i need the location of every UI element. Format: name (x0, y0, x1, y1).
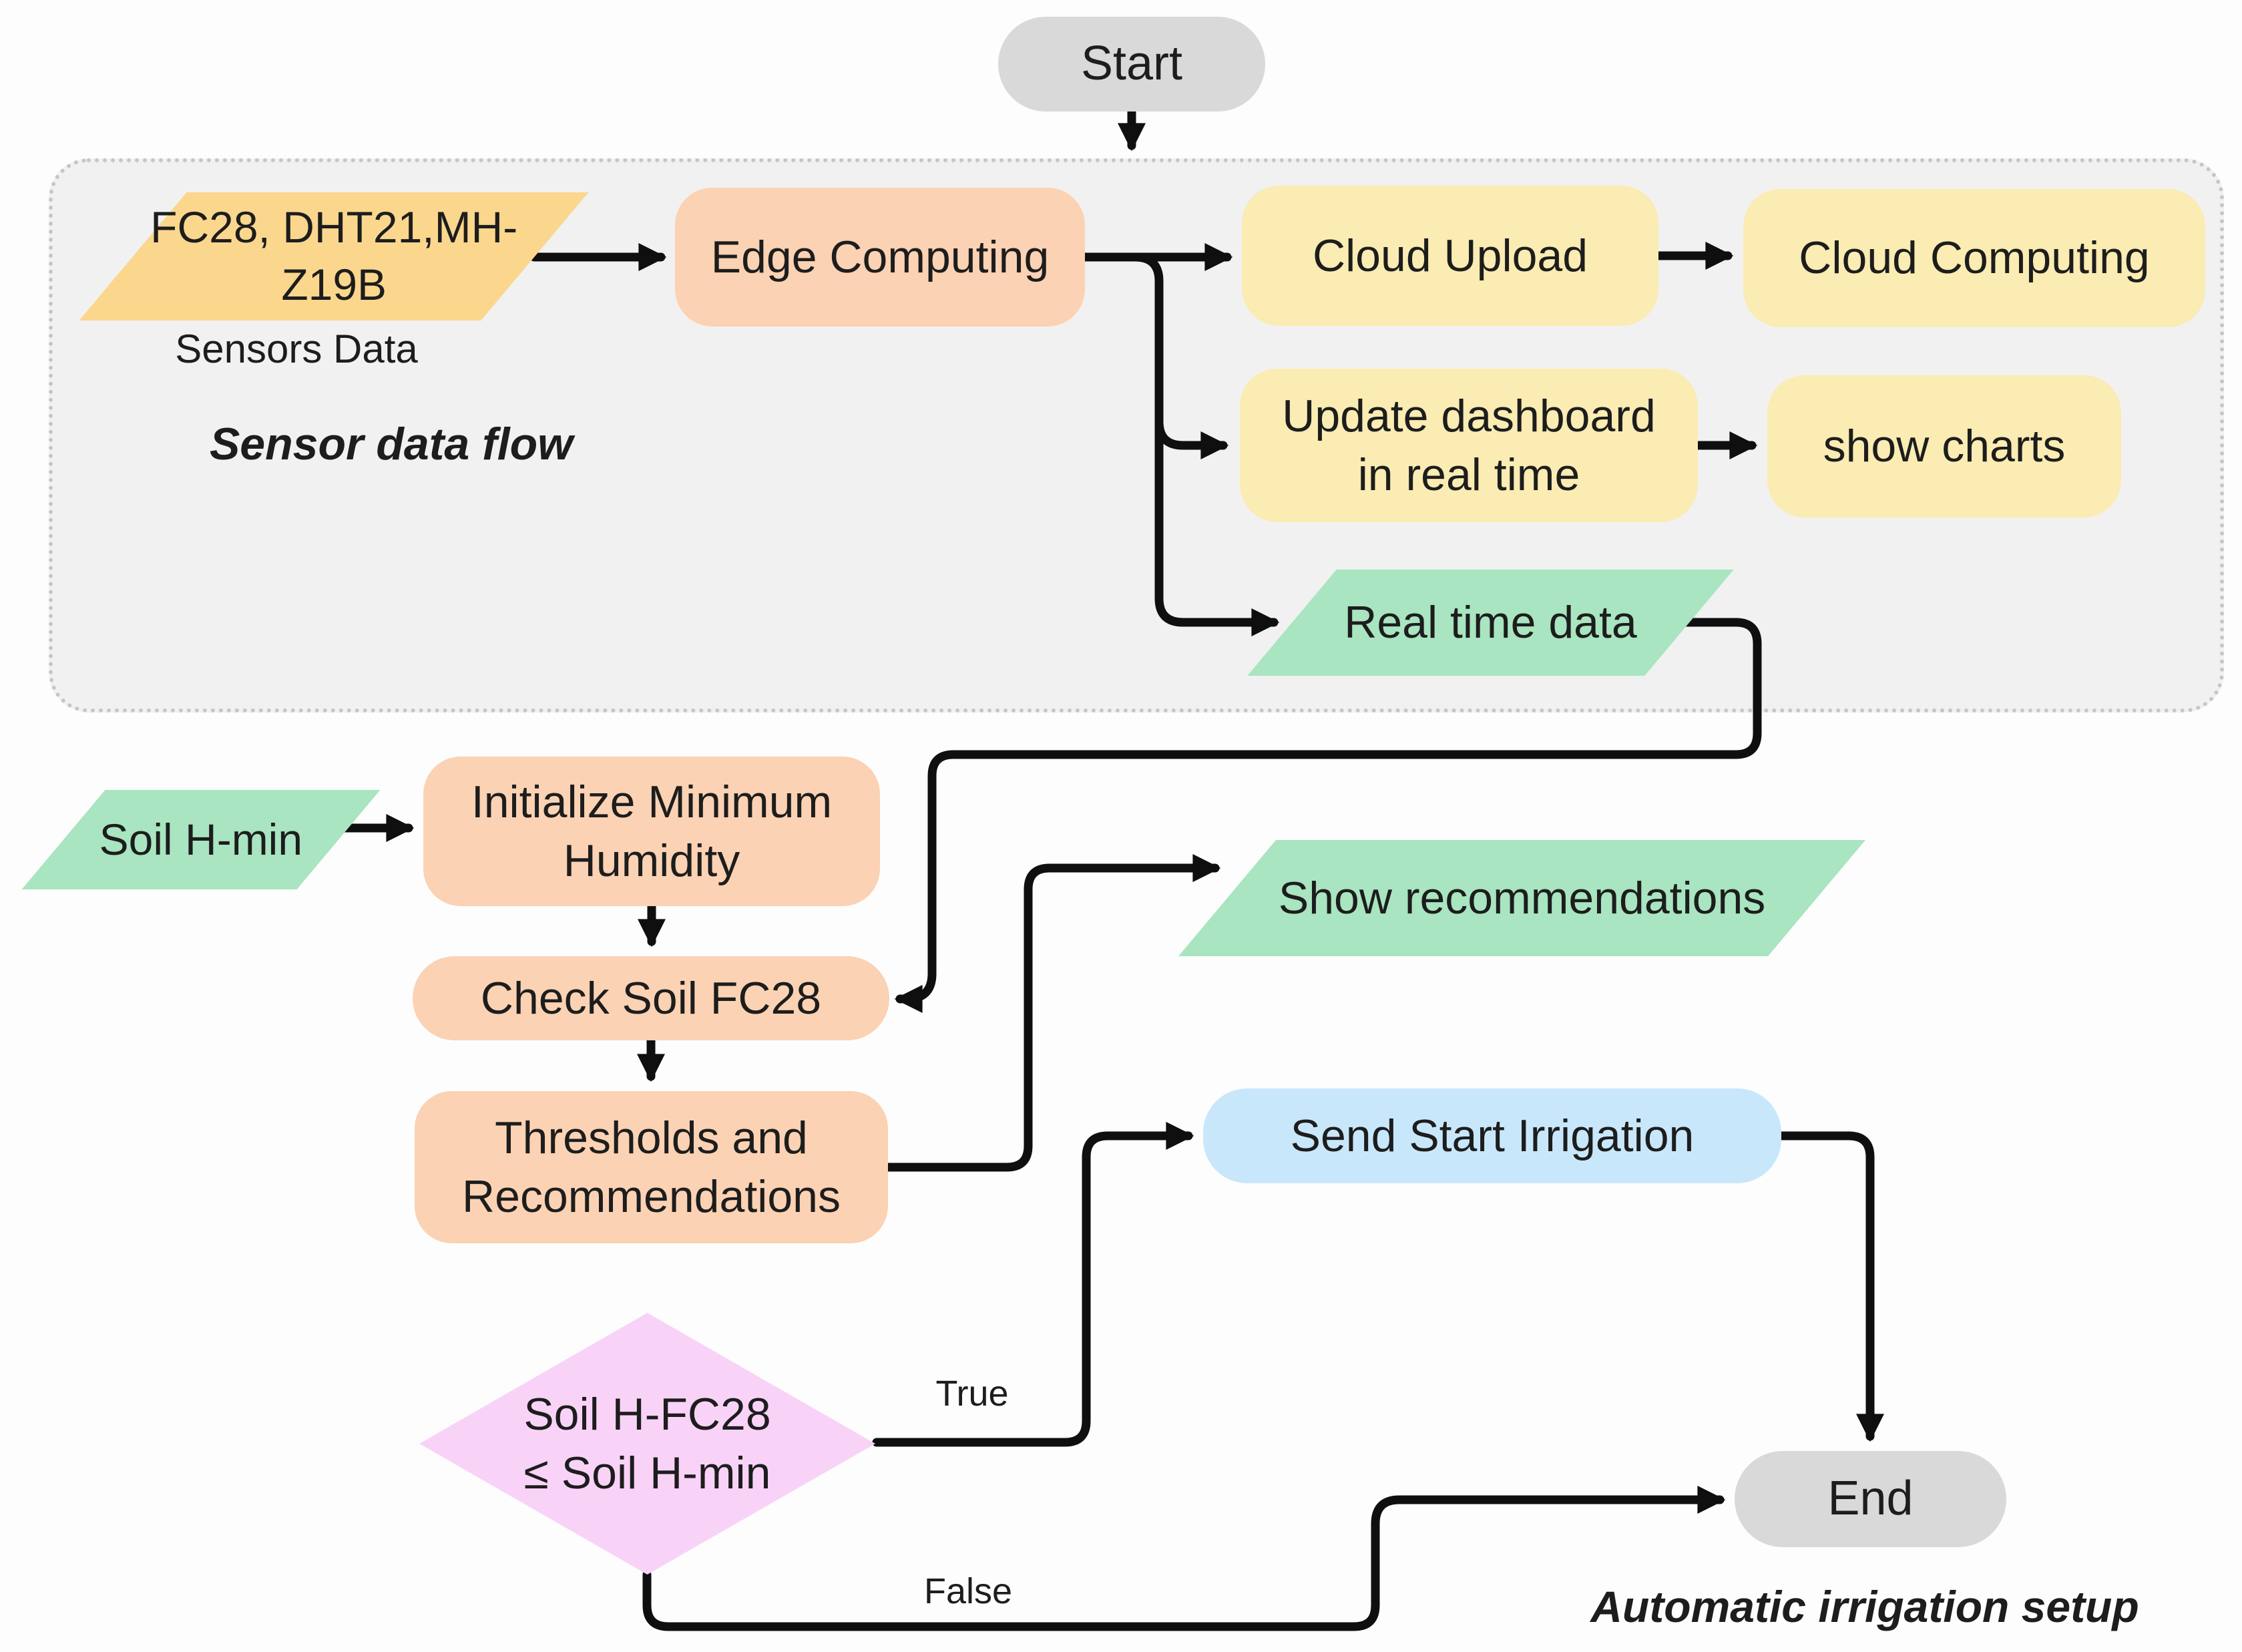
end-node: End (1735, 1451, 2006, 1547)
show-charts-label: show charts (1823, 421, 2066, 472)
show-recommendations-node: Show recommendations (1178, 840, 1866, 956)
check-soil-node: Check Soil FC28 (413, 956, 889, 1040)
start-node: Start (998, 17, 1265, 112)
update-dashboard-node: Update dashboard in real time (1240, 369, 1698, 522)
sensors-input-node: FC28, DHT21,MH- Z19B (79, 192, 589, 321)
cloud-upload-label: Cloud Upload (1312, 230, 1588, 281)
update-dashboard-label-line2: in real time (1357, 449, 1580, 500)
thresholds-label-line2: Recommendations (462, 1171, 841, 1222)
send-start-irrigation-node: Send Start Irrigation (1203, 1088, 1781, 1183)
decision-label-line2: ≤ Soil H-min (523, 1448, 771, 1498)
thresholds-node: Thresholds and Recommendations (415, 1091, 888, 1243)
thresholds-label-line1: Thresholds and (495, 1112, 808, 1163)
cloud-upload-node: Cloud Upload (1242, 186, 1658, 326)
show-recommendations-label: Show recommendations (1278, 872, 1766, 923)
automatic-irrigation-caption: Automatic irrigation setup (1590, 1582, 2139, 1631)
send-start-irrigation-label: Send Start Irrigation (1290, 1110, 1695, 1161)
arrow-edge-to-update-dashboard (1154, 396, 1229, 459)
arrow-thresholds-to-show-recommendations (883, 854, 1221, 1172)
cloud-computing-node: Cloud Computing (1743, 189, 2205, 327)
edge-computing-label: Edge Computing (710, 231, 1050, 282)
soil-h-min-label: Soil H-min (99, 814, 303, 864)
initialize-humidity-label-line2: Humidity (563, 835, 740, 886)
arrow-edge-to-real-time-data (1130, 252, 1280, 636)
sensors-input-label-line1: FC28, DHT21,MH- (150, 202, 518, 252)
sensors-data-caption: Sensors Data (175, 327, 418, 371)
cloud-computing-label: Cloud Computing (1799, 232, 2150, 284)
check-soil-label: Check Soil FC28 (480, 972, 822, 1024)
decision-label-line1: Soil H-FC28 (523, 1388, 771, 1440)
sensor-data-flow-caption: Sensor data flow (209, 419, 574, 469)
arrow-send-irrigation-to-end (1777, 1131, 1884, 1442)
true-edge-label: True (935, 1374, 1009, 1414)
arrow-real-time-data-to-check-soil (894, 618, 1762, 1013)
initialize-humidity-node: Initialize Minimum Humidity (423, 757, 880, 906)
sensors-input-label-line2: Z19B (281, 260, 387, 309)
initialize-humidity-label-line1: Initialize Minimum (471, 776, 833, 827)
update-dashboard-label-line1: Update dashboard (1282, 390, 1656, 441)
arrow-decision-true-to-send-irrigation (872, 1122, 1194, 1447)
false-edge-label: False (923, 1571, 1013, 1611)
real-time-data-label: Real time data (1344, 597, 1637, 648)
arrow-decision-false-to-end (642, 1486, 1726, 1631)
end-node-label: End (1827, 1472, 1914, 1526)
start-node-label: Start (1080, 37, 1183, 91)
show-charts-node: show charts (1767, 375, 2121, 518)
edge-computing-node: Edge Computing (675, 188, 1085, 327)
